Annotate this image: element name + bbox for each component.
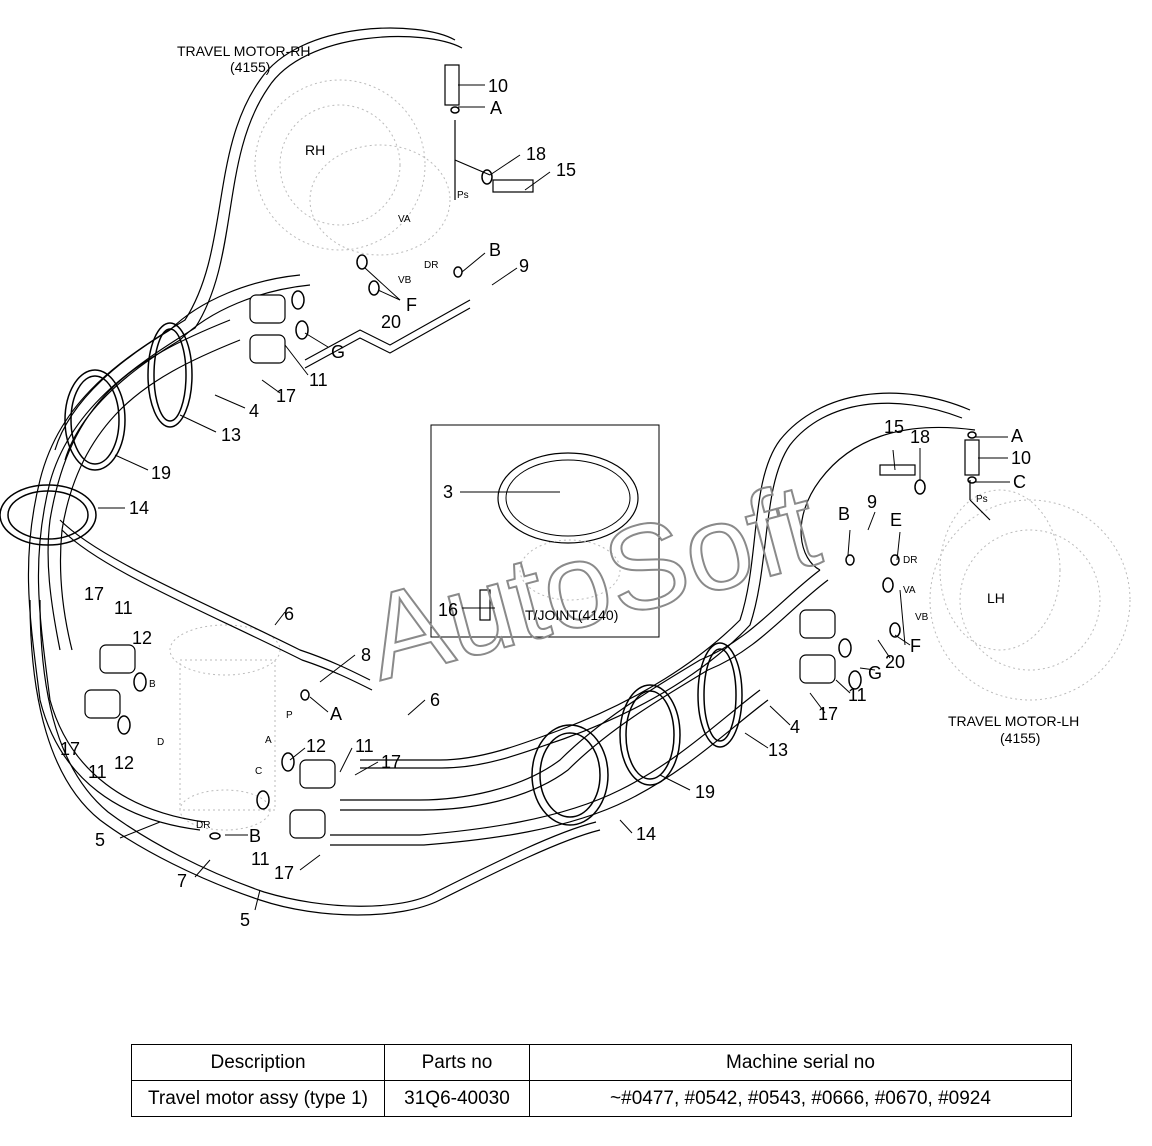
hydraulic-line-diagram: AutoSoft <box>0 27 1131 930</box>
lh-motor-outline <box>929 489 1131 701</box>
port-va-lh: VA <box>903 585 916 596</box>
port-dr-swivel: DR <box>196 820 210 831</box>
tjoint-inset <box>430 424 660 638</box>
callout-12-left-bottom: 12 <box>114 753 134 773</box>
callout-17-left-bottom: 17 <box>60 739 80 759</box>
tjoint-label: T/JOINT(4140) <box>525 607 618 623</box>
port-vb-lh: VB <box>915 612 929 623</box>
callout-12-left-top: 12 <box>132 628 152 648</box>
callout-A-rh: A <box>490 98 502 118</box>
callout-B-rh: B <box>489 240 501 260</box>
port-vb-rh: VB <box>398 275 412 286</box>
callout-18-rh: 18 <box>526 144 546 164</box>
callout-19-lh: 19 <box>695 782 715 802</box>
header-description: Description <box>131 1044 385 1081</box>
table-header-row: Description Parts no Machine serial no <box>131 1044 1072 1081</box>
callout-11-left-bottom: 11 <box>88 762 107 782</box>
callout-B-lh: B <box>838 504 850 524</box>
callout-7: 7 <box>177 871 187 891</box>
rh-motor-outline <box>254 79 451 256</box>
callout-17-center-bottom: 17 <box>274 863 294 883</box>
travel-motor-rh-label: TRAVEL MOTOR-RH <box>177 43 311 59</box>
cell-parts-no: 31Q6-40030 <box>384 1080 530 1117</box>
watermark: AutoSoft <box>352 457 831 706</box>
swivel-joint-outline <box>169 624 281 831</box>
callout-11-center-top: 11 <box>355 736 374 756</box>
callout-20-rh: 20 <box>381 312 401 332</box>
port-b-swivel: B <box>149 679 156 690</box>
callout-13-lh: 13 <box>768 740 788 760</box>
callout-17-rh: 17 <box>276 386 296 406</box>
o-rings <box>117 106 977 840</box>
callout-5-lower: 5 <box>240 910 250 930</box>
callout-15-lh: 15 <box>884 417 904 437</box>
callout-3: 3 <box>443 482 453 502</box>
port-c-swivel: C <box>255 766 262 777</box>
port-dr-rh: DR <box>424 260 438 271</box>
table-row: Travel motor assy (type 1) 31Q6-40030 ~#… <box>131 1080 1072 1117</box>
callout-10-rh: 10 <box>488 76 508 96</box>
cell-description: Travel motor assy (type 1) <box>131 1080 385 1117</box>
callout-C-lh: C <box>1013 472 1026 492</box>
flange-fittings <box>84 64 980 839</box>
header-parts-no: Parts no <box>384 1044 530 1081</box>
travel-motor-rh-ref: (4155) <box>230 59 270 75</box>
callout-11-left-top: 11 <box>114 598 133 618</box>
callout-13-rh: 13 <box>221 425 241 445</box>
header-machine-serial: Machine serial no <box>529 1044 1072 1081</box>
callout-6-lower: 6 <box>430 690 440 710</box>
port-p-swivel: P <box>286 710 293 721</box>
callout-F-lh: F <box>910 636 921 656</box>
callout-10-lh: 10 <box>1011 448 1031 468</box>
callout-19-rh: 19 <box>151 463 171 483</box>
callout-5-upper: 5 <box>95 830 105 850</box>
port-ps-rh: Ps <box>457 190 469 201</box>
rh-label: RH <box>305 142 325 158</box>
callout-8: 8 <box>361 645 371 665</box>
callout-14-lh: 14 <box>636 824 656 844</box>
callout-17-center-top: 17 <box>381 752 401 772</box>
callout-18-lh: 18 <box>910 427 930 447</box>
callout-11-rh: 11 <box>309 370 328 390</box>
callout-17-lh: 17 <box>818 704 838 724</box>
callout-G-rh: G <box>331 342 345 362</box>
hose-bundle <box>27 27 991 916</box>
callout-F-rh: F <box>406 295 417 315</box>
callout-A-lh: A <box>1011 426 1023 446</box>
callout-G-lh: G <box>868 663 882 683</box>
callout-11-center-bottom: 11 <box>251 849 270 869</box>
callout-12-center: 12 <box>306 736 326 756</box>
callout-9-lh: 9 <box>867 492 877 512</box>
lh-label: LH <box>987 590 1005 606</box>
callout-15-rh: 15 <box>556 160 576 180</box>
callout-9-rh: 9 <box>519 256 529 276</box>
callout-labels: 10 A 18 15 B 9 F 20 G 11 17 4 13 19 14 3… <box>60 76 1031 930</box>
callout-B-swivel: B <box>249 826 261 846</box>
callout-11-lh: 11 <box>848 685 867 705</box>
callout-14-rh: 14 <box>129 498 149 518</box>
callout-17-left-top: 17 <box>84 584 104 604</box>
leader-lines <box>98 84 1010 911</box>
parts-table: Description Parts no Machine serial no T… <box>131 1044 1072 1117</box>
port-dr-lh: DR <box>903 555 917 566</box>
travel-motor-lh-ref: (4155) <box>1000 730 1040 746</box>
callout-A-swivel: A <box>330 704 342 724</box>
callout-16: 16 <box>438 600 458 620</box>
callout-E-lh: E <box>890 510 902 530</box>
port-ps-lh: Ps <box>976 494 988 505</box>
port-a-swivel: A <box>265 735 272 746</box>
callout-4-lh: 4 <box>790 717 800 737</box>
port-va-rh: VA <box>398 214 411 225</box>
callout-20-lh: 20 <box>885 652 905 672</box>
cell-machine-serial: ~#0477, #0542, #0543, #0666, #0670, #092… <box>529 1080 1072 1117</box>
travel-motor-lh-label: TRAVEL MOTOR-LH <box>948 713 1079 729</box>
callout-4-rh: 4 <box>249 401 259 421</box>
port-d-swivel: D <box>157 737 164 748</box>
hose-clamps <box>0 322 743 826</box>
callout-6-upper: 6 <box>284 604 294 624</box>
